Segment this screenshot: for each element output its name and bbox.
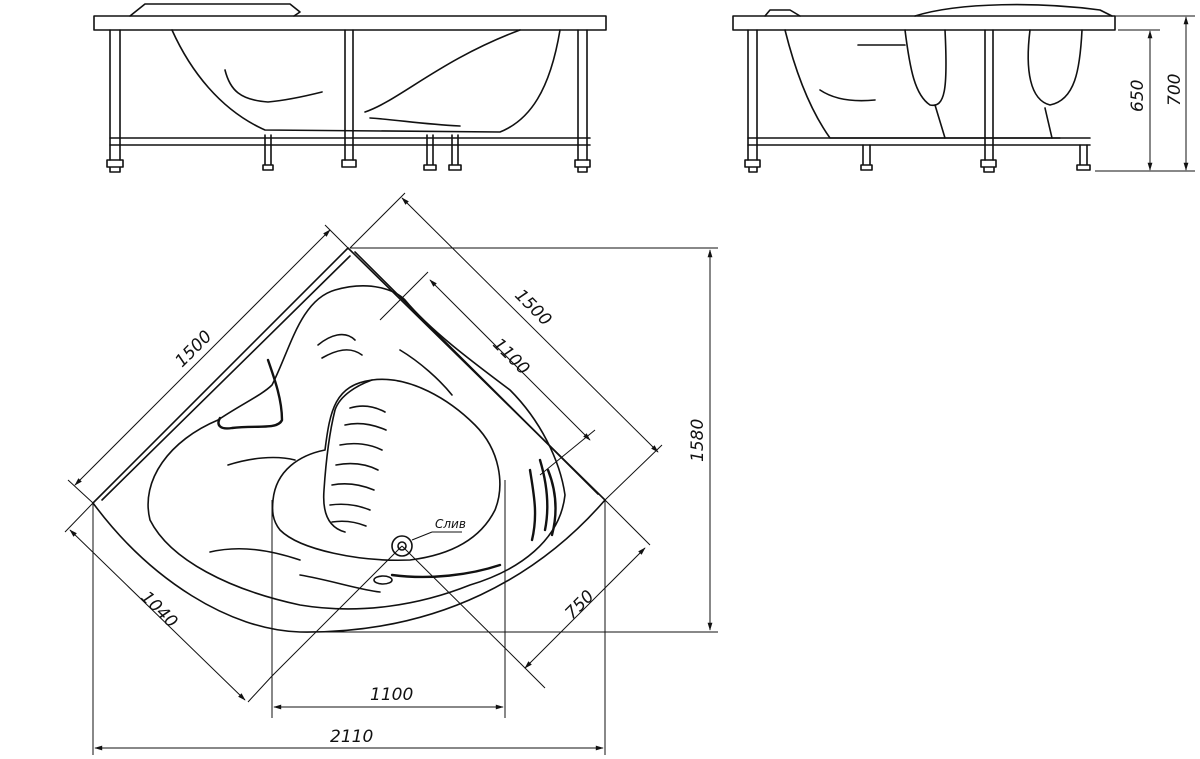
front-leg-3	[577, 29, 588, 161]
front-elevation	[93, 3, 607, 173]
dim-1580-ext	[300, 247, 718, 633]
side-leg-1	[747, 29, 758, 161]
side-seat-right	[1027, 29, 1083, 106]
side-tub-shell	[784, 29, 1061, 139]
plan-left-contour	[217, 358, 284, 430]
dim-2110-label: 2110	[330, 727, 373, 747]
plan-right-contour	[528, 458, 557, 542]
dim-1500-left-ext	[67, 224, 349, 504]
drain-inner	[397, 541, 407, 551]
dim-1100-horiz-ext	[271, 480, 506, 718]
plan-floor	[271, 378, 501, 562]
side-headrest	[914, 3, 1113, 17]
side-feet	[744, 144, 1091, 173]
front-feet	[106, 134, 591, 173]
drain-label: Слив	[435, 517, 466, 531]
drain-leader	[411, 531, 433, 541]
side-contour-2	[934, 104, 1053, 139]
dim-1040-label: 1040	[136, 587, 181, 632]
dim-1040-line	[69, 529, 246, 701]
drain-outer	[391, 535, 413, 557]
front-seat-contour	[224, 69, 323, 103]
drain-axes	[271, 545, 521, 677]
height-total-label: 700	[1165, 74, 1185, 106]
dim-2110-ext	[92, 500, 606, 755]
plan-shell-ribs	[322, 379, 387, 533]
front-tub-shell	[171, 29, 561, 133]
height-rim-label: 650	[1128, 80, 1148, 112]
dim-1500-right-ext	[349, 192, 663, 501]
front-headrest	[129, 3, 301, 17]
dim-1100-horiz-label: 1100	[370, 685, 413, 705]
dim-1500-right-label: 1500	[510, 285, 555, 330]
side-rim	[732, 15, 1116, 31]
side-elevation: 650 700	[732, 3, 1195, 173]
side-frame-rail	[747, 137, 1091, 146]
plan-front-contour	[390, 563, 502, 579]
side-contour-1	[819, 89, 876, 102]
side-leg-2	[984, 29, 994, 161]
dim-1100-diag-line	[429, 279, 591, 441]
front-rim	[93, 15, 607, 31]
dim-750-ext	[519, 499, 651, 689]
side-seat-left	[904, 29, 947, 107]
dim-1500-left-line	[74, 229, 331, 486]
front-leg-2	[344, 29, 354, 161]
dim-1100-diag-label: 1100	[488, 334, 533, 379]
side-rim-handle	[764, 9, 801, 17]
front-leg-1	[109, 29, 121, 161]
overflow	[373, 575, 393, 585]
dim-750-line	[524, 547, 646, 669]
plan-view: Слив 1500 1500 1100 1580 1040 750 1100	[64, 192, 718, 755]
dim-1500-left-label: 1500	[171, 327, 216, 372]
dim-750-label: 750	[561, 586, 598, 623]
dim-1040-ext	[64, 502, 273, 703]
dim-1580-label: 1580	[688, 419, 708, 462]
front-bottom-contour	[369, 117, 461, 127]
height-extension-lines	[1095, 15, 1195, 172]
front-side-contour	[364, 29, 521, 113]
front-frame-rail	[109, 137, 591, 146]
